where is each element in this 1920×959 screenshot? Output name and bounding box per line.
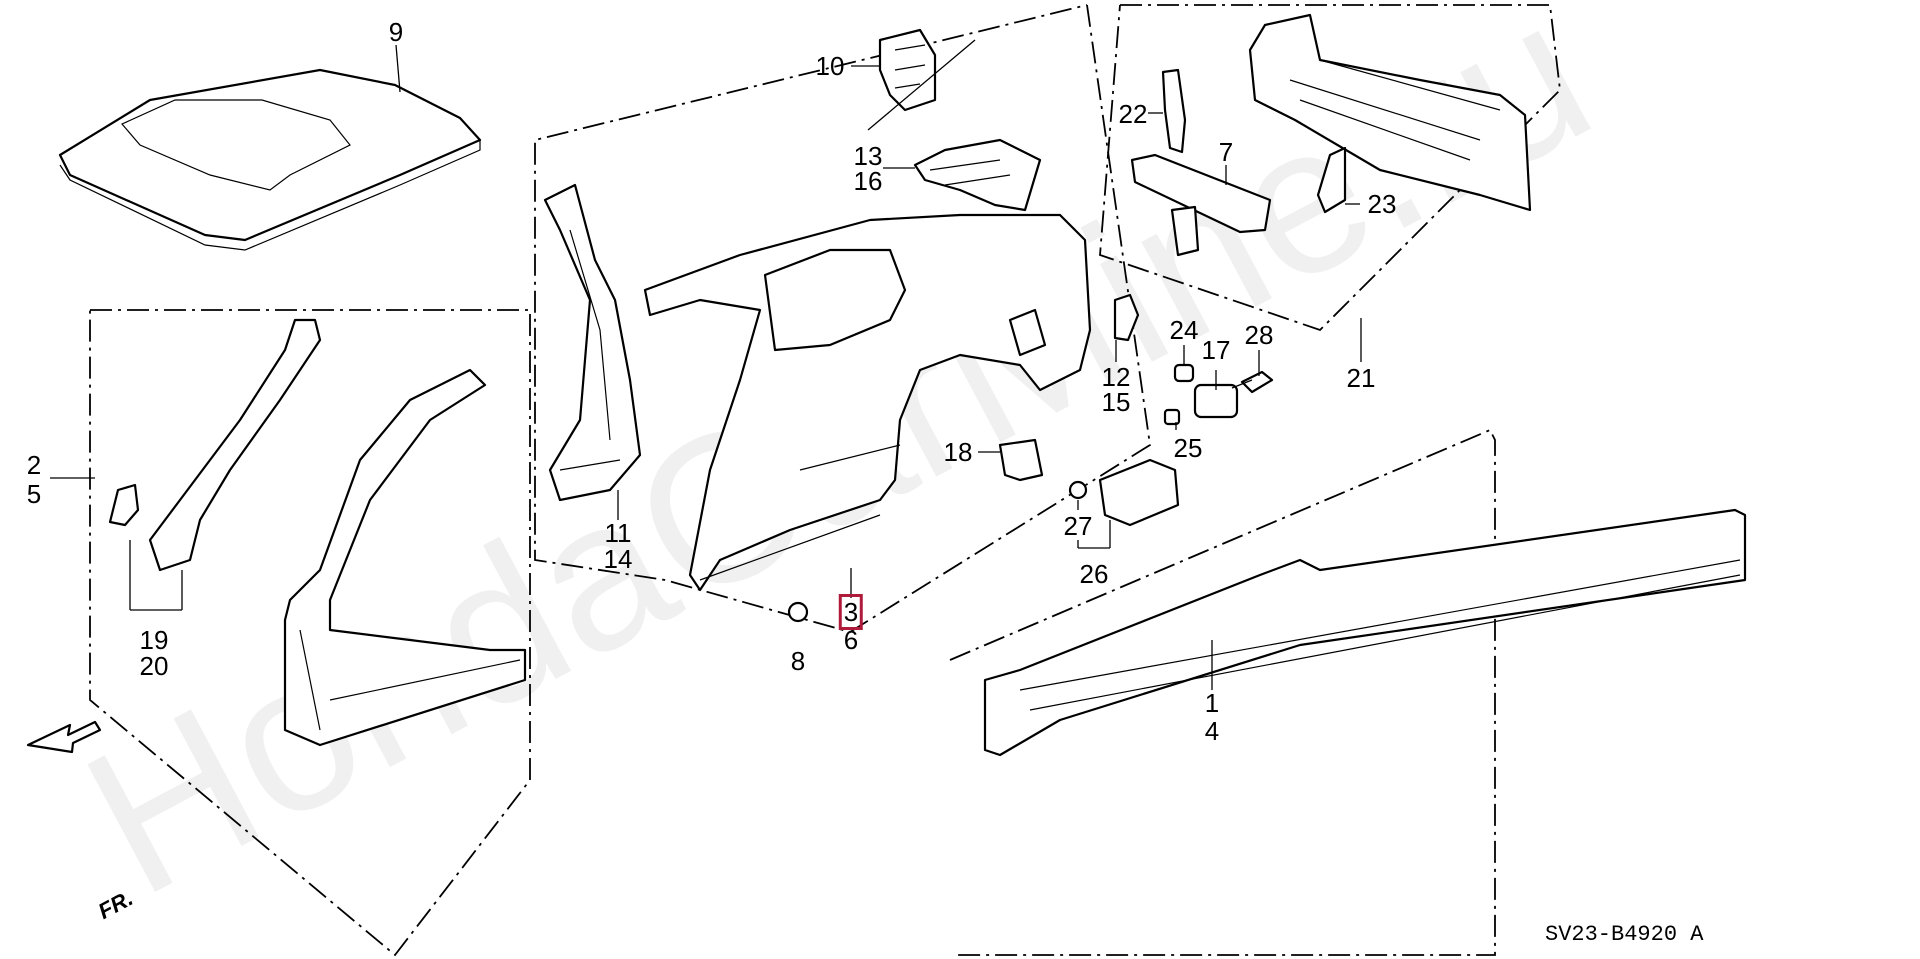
bracket-13 — [913, 138, 1042, 212]
clip-27 — [1068, 480, 1088, 500]
bracket-under-7 — [1170, 205, 1200, 257]
callout-4: 4 — [1204, 716, 1220, 746]
side-sill — [983, 508, 1747, 757]
callout-3[interactable]: 3 — [838, 594, 864, 630]
callout-22: 22 — [1118, 99, 1148, 129]
clip-25 — [1163, 408, 1181, 426]
callout-19: 19 — [139, 625, 169, 655]
callout-28: 28 — [1244, 320, 1274, 350]
clip-24 — [1173, 363, 1195, 383]
frame-outer-panel — [89, 309, 531, 957]
group-frames — [89, 4, 1561, 957]
handle-26 — [1098, 458, 1180, 527]
callout-18: 18 — [943, 437, 973, 467]
bracket-23 — [1316, 146, 1347, 214]
frame-quarter-panel — [534, 4, 1151, 633]
frame-sill — [949, 428, 1496, 956]
roof-panel — [58, 68, 482, 251]
bolt-28 — [1231, 370, 1274, 394]
bracket-12 — [1113, 293, 1140, 342]
bracket-10 — [867, 28, 976, 131]
callout-9: 9 — [388, 17, 404, 47]
callout-24: 24 — [1169, 315, 1199, 345]
callout-11: 11 — [604, 518, 632, 548]
callout-21: 21 — [1346, 363, 1376, 393]
callout-2: 2 — [26, 450, 42, 480]
callout-23: 23 — [1367, 189, 1397, 219]
callout-6: 6 — [843, 625, 859, 655]
leader-lines — [50, 44, 1362, 690]
callout-20: 20 — [139, 651, 169, 681]
inner-pillar — [543, 183, 642, 502]
callout-5: 5 — [26, 479, 42, 509]
callout-7: 7 — [1218, 137, 1234, 167]
diagram-code: SV23-B4920 A — [1545, 922, 1704, 947]
lid-18 — [998, 438, 1044, 482]
callout-10: 10 — [815, 51, 845, 81]
callout-1: 1 — [1204, 688, 1220, 718]
frame-rear-panel — [1099, 4, 1561, 332]
grommet-8 — [787, 601, 809, 623]
callout-26: 26 — [1079, 559, 1109, 589]
callout-13: 13 — [853, 141, 883, 171]
bracket-22 — [1161, 68, 1187, 154]
callout-14: 14 — [603, 544, 633, 574]
callout-12: 12 — [1101, 362, 1131, 392]
rear-panel — [1248, 13, 1532, 212]
callout-25: 25 — [1173, 433, 1203, 463]
outer-panel — [148, 318, 527, 747]
callout-15: 15 — [1101, 387, 1131, 417]
callout-8: 8 — [790, 646, 806, 676]
callout-17: 17 — [1201, 335, 1231, 365]
bracket-19 — [108, 483, 140, 527]
callout-16: 16 — [853, 166, 883, 196]
fr-arrow — [26, 720, 102, 754]
quarter-panel — [643, 213, 1092, 592]
crossmember-7 — [1130, 153, 1272, 234]
callout-27: 27 — [1063, 511, 1093, 541]
